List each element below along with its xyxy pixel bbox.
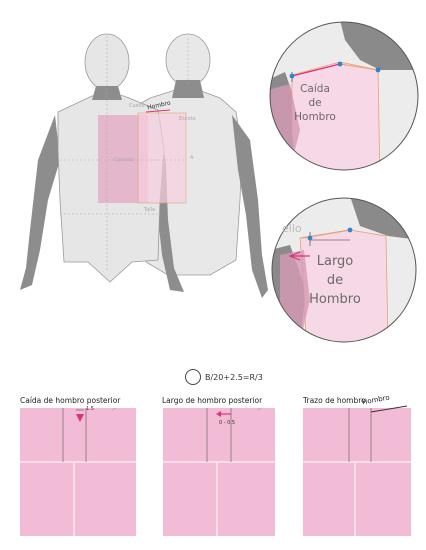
panel-1-diagram — [20, 407, 136, 536]
zoom-top-line1: Caída — [300, 83, 330, 95]
label-sisa: A — [190, 155, 194, 161]
panel-3-diagram — [303, 405, 411, 536]
label-costado: Costado — [114, 157, 135, 163]
zoom-bottom-fragment: ello — [282, 222, 302, 235]
zoom-top-line3: Hombro — [294, 111, 336, 123]
panel-1-title: Caída de hombro posterior — [20, 396, 121, 405]
panel-1-note: 1.5 — [86, 406, 94, 412]
formula-circle-icon — [185, 369, 201, 385]
zoom-bottom-line2: de — [326, 273, 344, 288]
zoom-bottom-text: Largo de Hombro — [300, 252, 370, 309]
zoom-bottom-line3: Hombro — [309, 292, 361, 307]
formula-text: B/20+2.5=R/3 — [205, 373, 263, 382]
mannequin-illustration — [20, 33, 268, 298]
panel-3-title: Trazo de hombro — [303, 396, 366, 405]
zoom-circle-bottom — [271, 197, 417, 343]
label-talle: Talle — [144, 207, 156, 213]
zoom-circle-top — [269, 21, 419, 171]
zoom-top-text: Caída de Hombro — [285, 82, 345, 124]
zoom-top-line2: de — [308, 97, 322, 109]
bodice-pattern-overlay — [98, 109, 187, 204]
panel-2-title: Largo de hombro posterior — [162, 396, 263, 405]
panel-2-diagram — [163, 407, 275, 536]
zoom-bottom-line1: Largo — [316, 254, 354, 269]
label-cuello: Cuello — [129, 103, 145, 109]
panel-2-note: 0 - 0.5 — [219, 420, 236, 426]
label-escote: Escote — [179, 116, 196, 122]
